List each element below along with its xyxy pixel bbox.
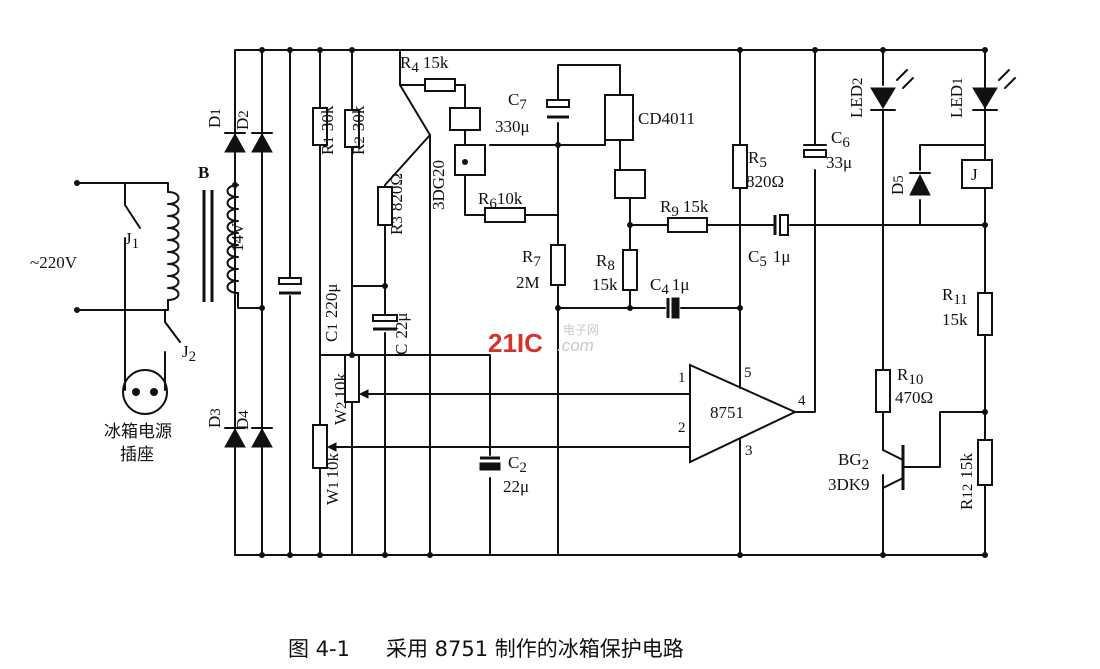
label-r7: R7 (522, 247, 541, 270)
label-r7-val: 2M (516, 273, 540, 292)
pin-5: 5 (744, 365, 752, 381)
figure-number: 图 4-1 (288, 637, 350, 661)
transformer-label: B (198, 163, 209, 182)
label-r5: R5 (748, 148, 767, 171)
label-r10: R10 (897, 365, 923, 388)
label-d2: D2 (233, 110, 252, 130)
bridge-rectifier (224, 47, 273, 558)
led2-driver (870, 47, 986, 558)
label-c: C22μ (392, 313, 411, 355)
pin-3: 3 (745, 443, 753, 459)
watermark-brand: 21IC (488, 328, 543, 358)
mains-voltage: ~220V (30, 253, 78, 272)
label-c7: C7 (508, 90, 527, 113)
label-r5-val: 820Ω (746, 172, 784, 191)
label-bg2-type: 3DK9 (828, 475, 870, 494)
relay-contact-j2: J2 (182, 342, 196, 365)
socket-label-2: 插座 (120, 445, 154, 465)
watermark-com: .com (557, 336, 594, 355)
secondary-voltage: 14V (228, 222, 247, 252)
label-d1: D1 (205, 108, 224, 128)
label-c2: C2 (508, 453, 527, 476)
label-cd4011: CD4011 (638, 109, 695, 128)
label-8751: 8751 (710, 403, 744, 422)
label-c2-val: 22μ (503, 477, 529, 496)
c1-capacitor (278, 47, 302, 558)
pin-1: 1 (678, 370, 686, 386)
label-w1: W110k (323, 452, 342, 505)
mains-input (74, 180, 181, 415)
socket-label-1: 冰箱电源 (104, 422, 172, 442)
timer-stage (489, 64, 769, 556)
label-r1: R130k (318, 105, 337, 155)
ic-8751 (689, 47, 986, 558)
transformer (167, 184, 263, 309)
label-c6: C6 (831, 128, 850, 151)
label-d4: D4 (233, 410, 252, 430)
label-q1: 3DG20 (429, 160, 448, 210)
watermark-cn: 电子网 (563, 323, 599, 337)
label-bg2: BG2 (838, 450, 869, 473)
label-led2: LED2 (847, 77, 866, 118)
pin-4: 4 (798, 393, 806, 409)
figure-title: 采用 8751 制作的冰箱保护电路 (386, 637, 684, 661)
label-r10-val: 470Ω (895, 388, 933, 407)
c2-capacitor (479, 456, 501, 471)
label-r11-val: 15k (942, 310, 968, 329)
label-r11: R11 (942, 285, 968, 308)
r2-w2-branch (319, 47, 691, 556)
relay-output (909, 47, 1016, 558)
label-r8-val: 15k (592, 275, 618, 294)
label-w2: W210k (331, 372, 350, 425)
label-d3: D3 (205, 408, 224, 428)
label-r3: R3820Ω (387, 173, 406, 235)
q1-transistor-stage (351, 49, 559, 558)
label-c1: C1220μ (322, 284, 341, 342)
label-r2: R230k (349, 105, 368, 155)
label-r6: R610k (478, 189, 523, 212)
label-d5: D5 (888, 175, 907, 195)
relay-contact-j1: J1 (125, 229, 139, 252)
label-c6-val: 33μ (826, 153, 852, 172)
label-c7-val: 330μ (495, 117, 530, 136)
label-r12: R1215k (957, 453, 976, 510)
pin-2: 2 (678, 420, 686, 436)
label-r8: R8 (596, 251, 615, 274)
label-relay: J (971, 165, 978, 184)
label-led1: LED1 (947, 77, 966, 118)
